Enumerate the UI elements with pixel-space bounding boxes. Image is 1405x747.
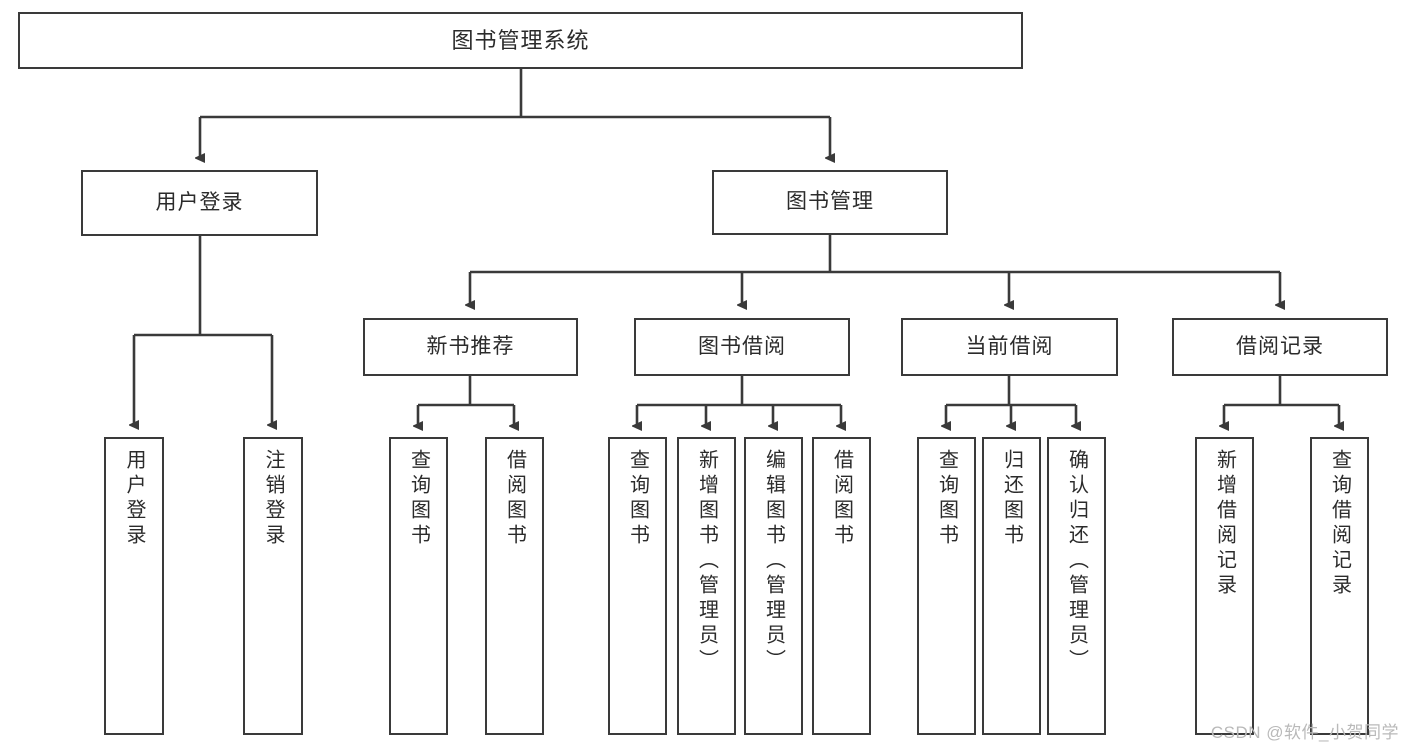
node-current-borrow[interactable]: 当前借阅 <box>901 318 1118 376</box>
node-book-borrow[interactable]: 图书借阅 <box>634 318 850 376</box>
node-label: 归还图书 <box>1000 449 1023 549</box>
leaf-return-book[interactable]: 归还图书 <box>982 437 1041 735</box>
watermark: CSDN @软件_小贺同学 <box>1210 723 1399 742</box>
node-label: 当前借阅 <box>965 334 1054 358</box>
leaf-edit-book-admin[interactable]: 编辑图书（管理员） <box>744 437 803 735</box>
node-label: 用户登录 <box>123 449 145 549</box>
node-root[interactable]: 图书管理系统 <box>18 12 1023 69</box>
node-label: 图书管理 <box>786 190 874 214</box>
node-label: 新增借阅记录 <box>1213 449 1236 599</box>
leaf-query-book-borrow[interactable]: 查询图书 <box>608 437 667 735</box>
node-label: 新书推荐 <box>426 334 515 358</box>
leaf-user-login[interactable]: 用户登录 <box>104 437 164 735</box>
node-label: 查询借阅记录 <box>1328 449 1351 599</box>
node-label: 借阅图书 <box>503 449 526 549</box>
leaf-confirm-return-admin[interactable]: 确认归还（管理员） <box>1047 437 1106 735</box>
node-label: 编辑图书（管理员） <box>762 449 785 674</box>
node-label: 确认归还（管理员） <box>1065 449 1088 674</box>
leaf-query-borrow-record[interactable]: 查询借阅记录 <box>1310 437 1369 735</box>
node-new-book-recommend[interactable]: 新书推荐 <box>363 318 578 376</box>
node-user-login[interactable]: 用户登录 <box>81 170 318 236</box>
node-borrow-record[interactable]: 借阅记录 <box>1172 318 1388 376</box>
node-label: 查询图书 <box>626 449 649 549</box>
leaf-add-book-admin[interactable]: 新增图书（管理员） <box>677 437 736 735</box>
node-label: 图书借阅 <box>698 334 786 358</box>
leaf-query-book-current[interactable]: 查询图书 <box>917 437 976 735</box>
leaf-borrow-book-recommend[interactable]: 借阅图书 <box>485 437 544 735</box>
node-label: 用户登录 <box>155 190 244 214</box>
node-label: 注销登录 <box>262 449 284 549</box>
node-label: 借阅记录 <box>1236 334 1324 358</box>
leaf-logout[interactable]: 注销登录 <box>243 437 303 735</box>
node-book-management[interactable]: 图书管理 <box>712 170 948 235</box>
node-label: 图书管理系统 <box>451 27 590 53</box>
node-label: 借阅图书 <box>830 449 853 549</box>
node-label: 查询图书 <box>935 449 958 549</box>
leaf-add-borrow-record[interactable]: 新增借阅记录 <box>1195 437 1254 735</box>
leaf-query-book-recommend[interactable]: 查询图书 <box>389 437 448 735</box>
leaf-borrow-book[interactable]: 借阅图书 <box>812 437 871 735</box>
node-label: 新增图书（管理员） <box>695 449 718 674</box>
node-label: 查询图书 <box>407 449 430 549</box>
